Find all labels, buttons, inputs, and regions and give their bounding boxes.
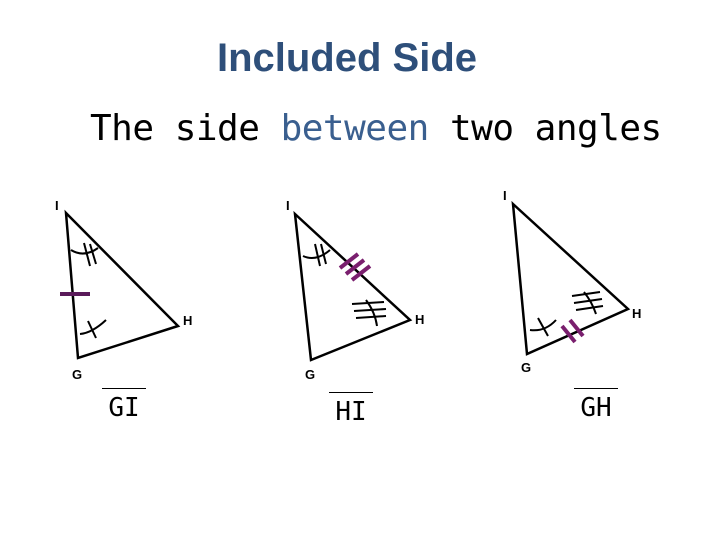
triangle-gh-vertex-i: I [503,188,507,203]
included-side-label-2: HI [326,392,376,427]
angle-h-tick-2 [353,308,387,312]
subtitle-prefix: The side [90,108,281,149]
triangle-gi: I H G [55,198,192,382]
segment-text-1: GI [108,393,140,423]
side-gh-ticks [560,318,585,344]
segment-bar-3 [574,388,618,389]
angle-h-tick-5 [573,298,603,304]
angle-h-arc [365,299,378,327]
angle-h-tick-4 [571,291,601,297]
triangle-hi-vertex-g: G [305,367,315,382]
angle-h-arc-2 [583,291,597,315]
triangle-gh-vertex-h: H [632,306,641,321]
included-side-label-1: GI [100,388,148,423]
angle-i-tick [83,242,91,267]
side-hi-ticks [338,252,372,282]
triangle-gi-outline [64,209,181,360]
subtitle: The side between two angles [90,108,662,149]
subtitle-suffix: two angles [428,108,662,149]
angle-i-tick-3 [314,243,321,267]
segment-text-2: HI [335,397,367,427]
angle-i-tick-4 [320,243,327,265]
segment-bar-1 [102,388,146,389]
triangle-hi: I H G [286,198,424,382]
page-title: Included Side [216,36,478,80]
angle-h-tick-1 [351,301,385,305]
angle-i-tick-2 [89,243,97,265]
angle-i-arc [70,247,99,255]
segment-bar-2 [329,392,373,393]
triangle-gh-vertex-g: G [521,360,531,375]
triangle-gi-vertex-g: G [72,367,82,382]
subtitle-highlight: between [280,108,430,149]
triangle-gi-vertex-i: I [55,198,59,213]
angle-g-tick [87,320,97,339]
angle-i-arc-2 [302,249,331,259]
triangle-hi-vertex-i: I [286,198,290,213]
included-side-label-3: GH [571,388,621,423]
angle-h-tick-3 [355,315,387,319]
angle-g-tick-2 [537,317,549,337]
triangle-hi-vertex-h: H [415,312,424,327]
angle-h-tick-6 [575,305,604,311]
triangle-gh-outline [511,200,631,356]
triangle-gi-vertex-h: H [183,313,192,328]
triangle-gh: I H G [503,188,641,375]
triangle-hi-outline [293,210,413,362]
segment-text-3: GH [580,393,612,423]
